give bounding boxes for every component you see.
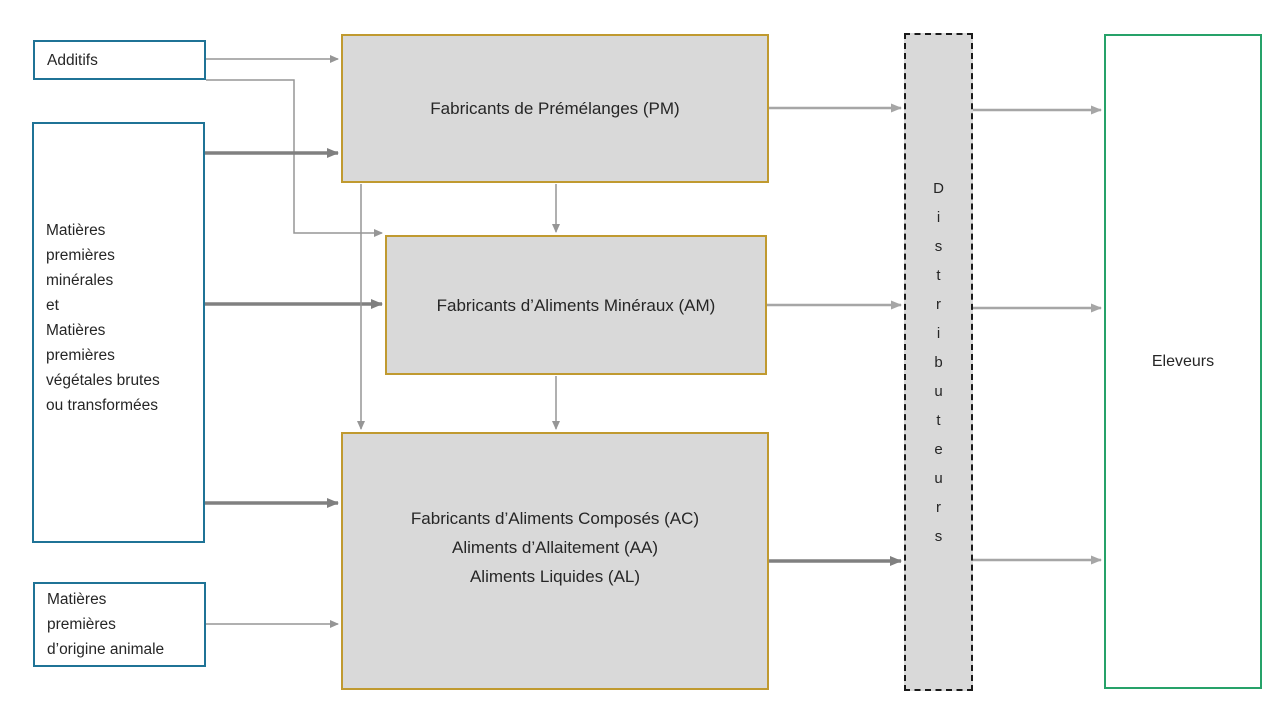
box-raw-materials-label: Matières premières minérales et Matières… xyxy=(46,221,160,414)
box-eleveurs-label: Eleveurs xyxy=(1151,352,1215,370)
box-raw-materials: Matières premières minérales et Matières… xyxy=(32,122,205,543)
box-animal-materials-label: Matières premières d’origine animale xyxy=(47,591,165,658)
box-distributeurs-label: D i s t r i b u t e u r s xyxy=(933,179,944,545)
box-distributeurs: D i s t r i b u t e u r s xyxy=(904,33,973,691)
box-eleveurs: Eleveurs xyxy=(1104,34,1262,689)
box-additifs: Additifs xyxy=(33,40,206,80)
box-fabricants-aliments-mineraux-label: Fabricants d’Aliments Minéraux (AM) xyxy=(436,295,716,315)
box-animal-materials: Matières premières d’origine animale xyxy=(33,582,206,667)
box-fabricants-aliments-composes-label: Fabricants d’Aliments Composés (AC) Alim… xyxy=(410,508,700,586)
box-fabricants-premelanges: Fabricants de Prémélanges (PM) xyxy=(341,34,769,183)
box-additifs-label: Additifs xyxy=(47,51,98,69)
box-fabricants-aliments-composes: Fabricants d’Aliments Composés (AC) Alim… xyxy=(341,432,769,690)
box-fabricants-aliments-mineraux: Fabricants d’Aliments Minéraux (AM) xyxy=(385,235,767,375)
box-fabricants-premelanges-label: Fabricants de Prémélanges (PM) xyxy=(430,99,680,118)
